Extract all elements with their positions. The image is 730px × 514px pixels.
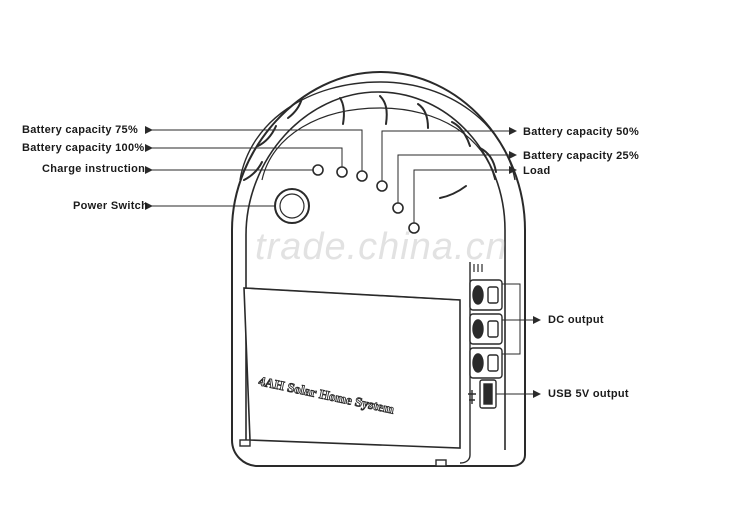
leader-dc	[502, 283, 521, 355]
label-battery-100: Battery capacity 100%	[22, 142, 145, 154]
leader-battery-25	[397, 151, 517, 203]
indicator-leds	[312, 164, 420, 234]
led-75	[356, 170, 368, 182]
feet	[239, 439, 447, 467]
leader-battery-50	[381, 127, 517, 181]
label-usb-output: USB 5V output	[548, 388, 629, 400]
label-battery-75: Battery capacity 75%	[22, 124, 139, 136]
led-25	[392, 202, 404, 214]
label-power-switch: Power Switch	[73, 200, 149, 212]
vent-slots	[473, 264, 483, 272]
leader-lines	[145, 126, 541, 398]
led-charge	[312, 164, 324, 176]
side-edge	[459, 262, 471, 464]
dc-ports	[469, 279, 503, 379]
handle-arch	[239, 81, 516, 181]
leader-battery-75	[145, 126, 363, 171]
label-dc-output: DC output	[548, 314, 604, 326]
led-50	[376, 180, 388, 192]
label-load: Load	[523, 165, 551, 177]
front-panel	[243, 287, 461, 449]
watermark: trade.china.cn	[255, 226, 508, 268]
handle-inner	[261, 107, 496, 181]
led-100	[336, 166, 348, 178]
label-charge-instruction: Charge instruction	[42, 163, 146, 175]
label-battery-50: Battery capacity 50%	[523, 126, 640, 138]
label-battery-25: Battery capacity 25%	[523, 150, 640, 162]
leader-battery-100	[145, 144, 343, 167]
leader-load	[413, 166, 517, 223]
